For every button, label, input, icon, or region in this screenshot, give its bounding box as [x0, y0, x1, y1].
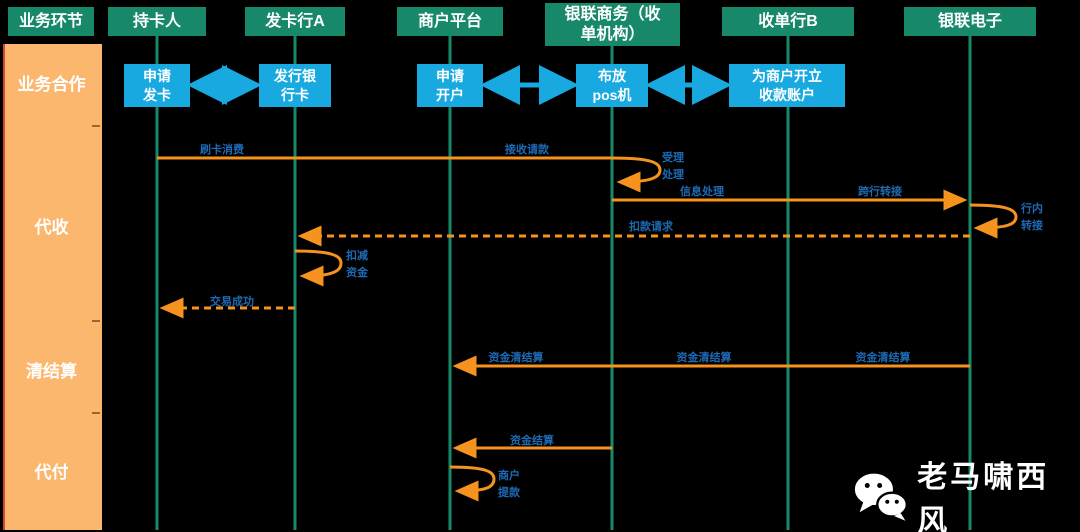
arrow-swipe-accept — [157, 156, 662, 193]
actor-cardholder: 持卡人 — [108, 7, 206, 36]
sidebar-row-clearing-settlement: 清结算 — [26, 362, 77, 381]
msg-merchant-withdraw: 商户 提款 — [498, 470, 520, 499]
sidebar-row-collection: 代收 — [34, 218, 69, 237]
msg-accept-process: 受理 处理 — [662, 152, 684, 181]
msg-intra-switch: 行内 转接 — [1021, 203, 1043, 232]
actor-unionpay-electronic: 银联电子 — [904, 7, 1036, 36]
msg-deduct-funds: 扣减 资金 — [346, 250, 368, 279]
setup-deploy-pos: 布放 pos机 — [576, 64, 648, 107]
msg-debit-request: 扣款请求 — [629, 221, 673, 233]
msg-info-process: 信息处理 — [680, 186, 724, 198]
phase-divider — [92, 412, 100, 414]
actor-unionpay-merchant-services: 银联商务（收 单机构） — [545, 3, 680, 46]
setup-open-collection-account: 为商户开立 收款账户 — [729, 64, 845, 107]
phase-column — [3, 44, 102, 530]
phase-divider — [92, 320, 100, 322]
actor-acquiring-bank-b: 收单行B — [722, 7, 854, 36]
setup-apply-account: 申请 开户 — [417, 64, 483, 107]
arrow-merchant-withdraw-loop — [449, 465, 496, 502]
actor-merchant-platform: 商户平台 — [397, 7, 503, 36]
sidebar-row-business-cooperation: 业务合作 — [17, 75, 86, 94]
sidebar-header: 业务环节 — [8, 7, 94, 36]
wechat-icon — [854, 473, 909, 521]
setup-apply-card: 申请 发卡 — [124, 64, 190, 107]
setup-issue-bank-card: 发行银 行卡 — [259, 64, 331, 107]
watermark-text: 老马啸西风 — [917, 461, 1050, 532]
msg-funds-settlement-2: 资金清结算 — [676, 352, 732, 364]
lifelines — [155, 34, 972, 530]
msg-funds-settlement-3: 资金清结算 — [855, 352, 911, 364]
sidebar-row-payout: 代付 — [34, 463, 69, 482]
msg-swipe-consume: 刷卡消费 — [200, 144, 244, 156]
arrow-deduct-funds-loop — [294, 249, 343, 287]
watermark: 老马啸西风 — [852, 452, 1080, 532]
actor-issuing-bank-a: 发卡行A — [245, 7, 345, 36]
phase-divider — [92, 125, 100, 127]
msg-receive-request: 接收请款 — [505, 144, 549, 156]
arrow-intra-switch-loop — [969, 203, 1018, 239]
msg-fund-settle: 资金结算 — [510, 435, 554, 447]
msg-cross-bank-switch: 跨行转接 — [858, 186, 902, 198]
msg-funds-settlement-1: 资金清结算 — [488, 352, 544, 364]
msg-txn-success: 交易成功 — [210, 296, 254, 308]
